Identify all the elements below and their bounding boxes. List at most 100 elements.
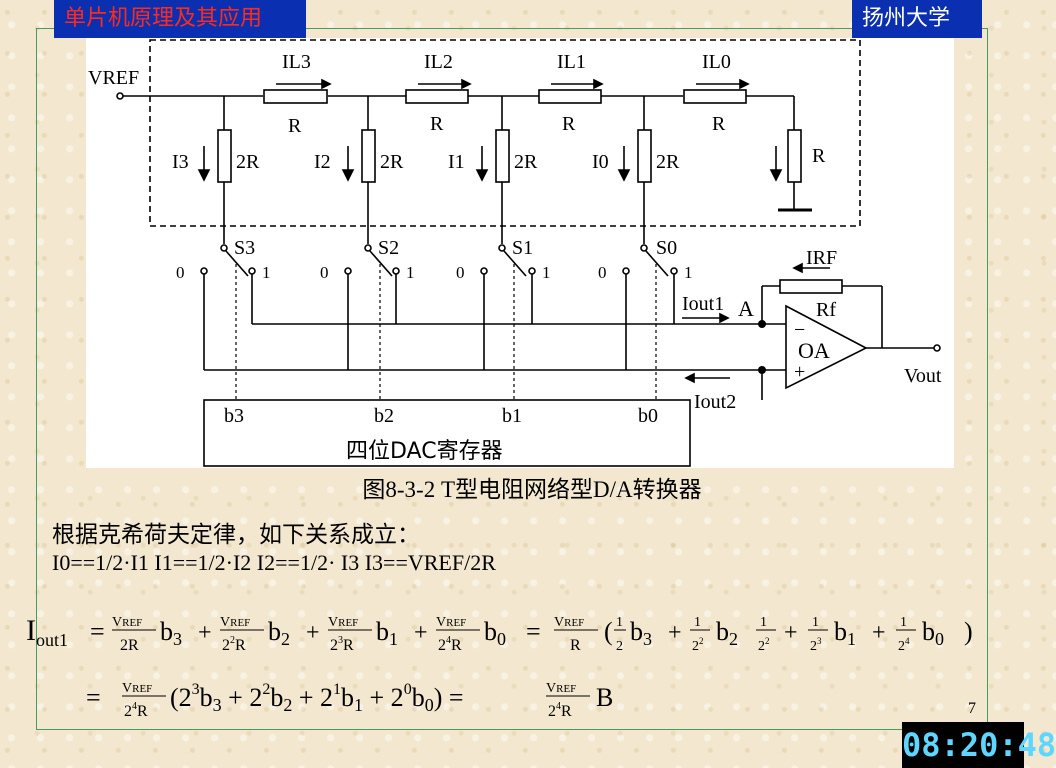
course-title-tab: 单片机原理及其应用 [54, 0, 306, 38]
svg-text:VREF: VREF [436, 615, 466, 630]
svg-text:2R: 2R [120, 637, 139, 654]
svg-text:VREF: VREF [328, 615, 358, 630]
svg-text:VREF: VREF [112, 615, 142, 630]
svg-text:+: + [306, 620, 320, 646]
svg-text:23: 23 [810, 636, 822, 654]
svg-text:VREF: VREF [554, 615, 584, 630]
switch-s1: S1 [512, 237, 533, 259]
svg-text:=: = [86, 683, 101, 712]
svg-text:23R: 23R [330, 635, 354, 654]
current-il1: IL1 [557, 51, 586, 73]
switch-pos-1: 1 [684, 263, 693, 282]
switch-pos-1: 1 [262, 263, 271, 282]
svg-text:(23b3 + 22b2 + 21b1 + 20b0) =: (23b3 + 22b2 + 21b1 + 20b0) = [170, 681, 464, 715]
current-il3: IL3 [282, 51, 311, 73]
switch-s0: S0 [656, 237, 677, 259]
svg-text:+: + [198, 620, 212, 646]
svg-text:B: B [596, 683, 613, 712]
register-bit-b0: b0 [638, 405, 658, 427]
resistor-r-label: R [712, 113, 726, 135]
branch-current-i3: I3 [172, 151, 189, 173]
branch-current-i2: I2 [314, 151, 331, 173]
switch-pos-1: 1 [406, 263, 415, 282]
svg-text:b1: b1 [834, 617, 856, 649]
svg-text:1: 1 [694, 615, 701, 630]
svg-text:VREF: VREF [122, 681, 152, 696]
register-title: 四位DAC寄存器 [346, 439, 503, 464]
page-number: 7 [968, 700, 976, 717]
current-il2: IL2 [424, 51, 453, 73]
resistor-r-label: R [562, 113, 576, 135]
t-network-dac-diagram: VREF IL3 IL2 IL1 IL0 R R R R R 2R 2R 2R … [86, 38, 954, 468]
current-relations: I0==1/2·I1 I1==1/2·I2 I2==1/2· I3 I3==VR… [52, 550, 496, 575]
svg-text:+: + [872, 620, 886, 646]
resistor-2r-label: 2R [380, 151, 404, 173]
kirchhoff-statement: 根据克希荷夫定律，如下关系成立： [52, 522, 420, 548]
vref-label: VREF [88, 67, 139, 89]
switch-s2: S2 [378, 237, 399, 259]
svg-text:=: = [90, 617, 105, 646]
opamp-minus: − [794, 319, 805, 341]
resistor-r-label: R [288, 115, 302, 137]
svg-text:1: 1 [900, 615, 907, 630]
svg-text:+: + [414, 620, 428, 646]
svg-text:): ) [964, 617, 973, 646]
svg-text:+: + [784, 620, 798, 646]
svg-text:24R: 24R [548, 701, 572, 720]
svg-text:2: 2 [616, 639, 623, 654]
branch-current-i1: I1 [448, 151, 465, 173]
switch-pos-0: 0 [598, 263, 607, 282]
switch-pos-0: 0 [456, 263, 465, 282]
register-bit-b2: b2 [374, 405, 394, 427]
iout1-label: Iout1 [682, 293, 724, 315]
svg-text:VREF: VREF [546, 681, 576, 696]
svg-text:b0: b0 [922, 617, 944, 649]
register-bit-b3: b3 [224, 405, 244, 427]
svg-text:22: 22 [692, 636, 704, 654]
rf-label: Rf [816, 299, 836, 321]
svg-text:24R: 24R [124, 701, 148, 720]
svg-text:R: R [570, 637, 581, 654]
svg-text:b3: b3 [630, 617, 652, 649]
switch-pos-0: 0 [176, 263, 185, 282]
svg-text:1: 1 [812, 615, 819, 630]
branch-current-i0: I0 [592, 151, 609, 173]
svg-text:+: + [668, 620, 682, 646]
switch-pos-1: 1 [542, 263, 551, 282]
opamp-label: OA [798, 338, 830, 363]
svg-text:(: ( [604, 617, 613, 646]
switch-s3: S3 [234, 237, 255, 259]
resistor-2r-label: 2R [656, 151, 680, 173]
svg-text:24R: 24R [438, 635, 462, 654]
svg-text:24: 24 [898, 636, 910, 654]
svg-text:1: 1 [760, 615, 767, 630]
opamp-plus: + [794, 361, 805, 383]
switch-pos-0: 0 [320, 263, 329, 282]
svg-text:b2: b2 [716, 617, 738, 649]
svg-text:b0: b0 [484, 617, 506, 649]
resistor-r-label: R [812, 145, 826, 167]
figure-caption: 图8-3-2 T型电阻网络型D/A转换器 [362, 477, 702, 502]
digital-clock: 08:20:48 [902, 722, 1056, 768]
svg-text:b2: b2 [268, 617, 290, 649]
resistor-r-label: R [430, 113, 444, 135]
svg-text:Iout1: Iout1 [26, 614, 68, 650]
svg-text:b1: b1 [376, 617, 398, 649]
svg-text:=: = [526, 617, 541, 646]
university-tab: 扬州大学 [852, 0, 982, 38]
irf-label: IRF [806, 247, 837, 269]
svg-text:b3: b3 [160, 617, 182, 649]
svg-text:22: 22 [758, 636, 770, 654]
register-bit-b1: b1 [502, 405, 522, 427]
iout2-label: Iout2 [694, 391, 736, 413]
resistor-2r-label: 2R [236, 151, 260, 173]
slide-frame [36, 28, 988, 730]
current-il0: IL0 [702, 51, 731, 73]
node-a-label: A [738, 296, 754, 321]
svg-text:22R: 22R [222, 635, 246, 654]
svg-text:1: 1 [616, 615, 623, 630]
resistor-2r-label: 2R [514, 151, 538, 173]
svg-text:VREF: VREF [220, 615, 250, 630]
vout-label: Vout [904, 365, 942, 387]
